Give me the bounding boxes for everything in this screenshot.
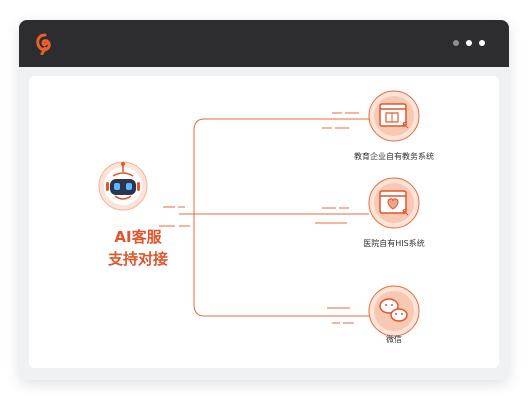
browser-document-icon [379,103,409,129]
node-edu-system [368,90,420,142]
browser-heart-icon [379,190,409,216]
window-controls [453,40,485,46]
window-control-dot[interactable] [479,40,485,46]
diagram-panel: AI客服 支持对接 教育企业自有教务系统 医院自有HIS系统 微信 [29,76,499,368]
node-label-wechat: 微信 [386,335,402,344]
hub-label-line2: 支持对接 [107,250,168,268]
app-window: AI客服 支持对接 教育企业自有教务系统 医院自有HIS系统 微信 [19,20,509,380]
node-label-edu: 教育企业自有教务系统 [354,152,434,161]
wechat-icon [379,298,408,322]
hub-robot-icon [98,161,148,211]
connector-trunk [193,118,369,317]
node-his-system [368,177,420,229]
node-wechat [368,285,420,337]
window-control-dot[interactable] [466,40,472,46]
window-control-dot[interactable] [453,40,459,46]
hub-label-line1: AI客服 [114,228,162,246]
speed-dashes [159,112,359,324]
brand-logo-icon [36,33,51,55]
integration-diagram [98,90,420,337]
title-bar [19,20,509,67]
hub-label: AI客服 支持对接 [93,226,183,270]
node-label-his: 医院自有HIS系统 [363,239,425,248]
connector-lines [179,118,369,317]
